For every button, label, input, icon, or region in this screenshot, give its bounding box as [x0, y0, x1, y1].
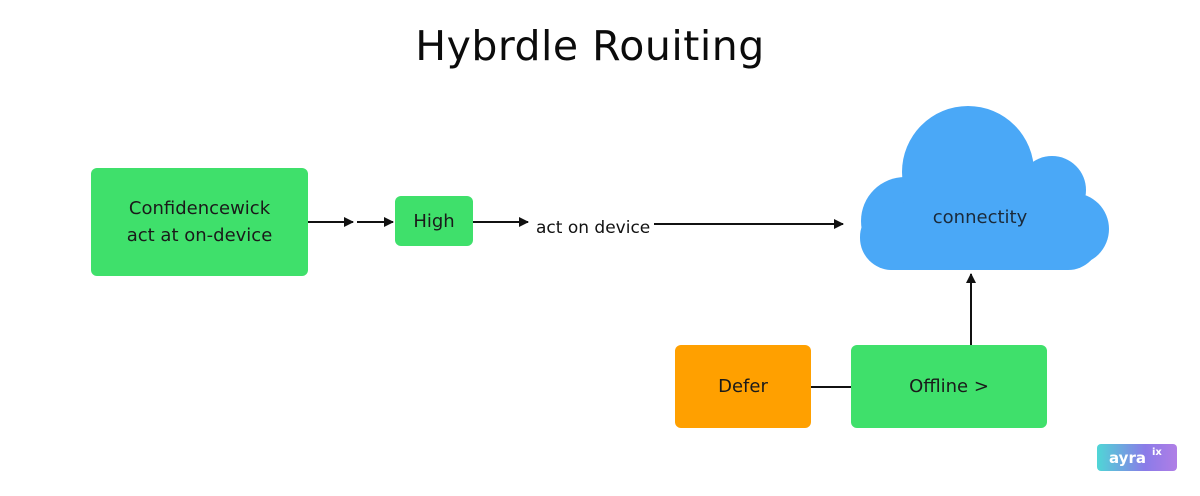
diagram-title: Hybrdle Rouiting	[415, 22, 765, 70]
high-node-label: High	[413, 210, 455, 232]
confidence-node-line1: Confidencewick	[128, 198, 271, 219]
high-node: High	[395, 196, 473, 246]
watermark-superscript: ix	[1151, 447, 1162, 458]
confidence-node-line2: act at on-device	[126, 225, 273, 246]
defer-node: Defer	[675, 345, 811, 428]
offline-node: Offline >	[851, 345, 1047, 428]
offline-node-label: Offline >	[909, 376, 989, 397]
cloud-node-label: connectity	[932, 207, 1028, 228]
watermark-text: ayra	[1109, 448, 1146, 467]
watermark-badge: ayra ix	[1097, 444, 1177, 471]
act-on-device-edge-label: act on device	[532, 218, 655, 238]
defer-node-label: Defer	[718, 376, 768, 397]
cloud-node-shape	[860, 106, 1109, 270]
confidence-node: Confidencewick act at on-device	[91, 168, 308, 276]
